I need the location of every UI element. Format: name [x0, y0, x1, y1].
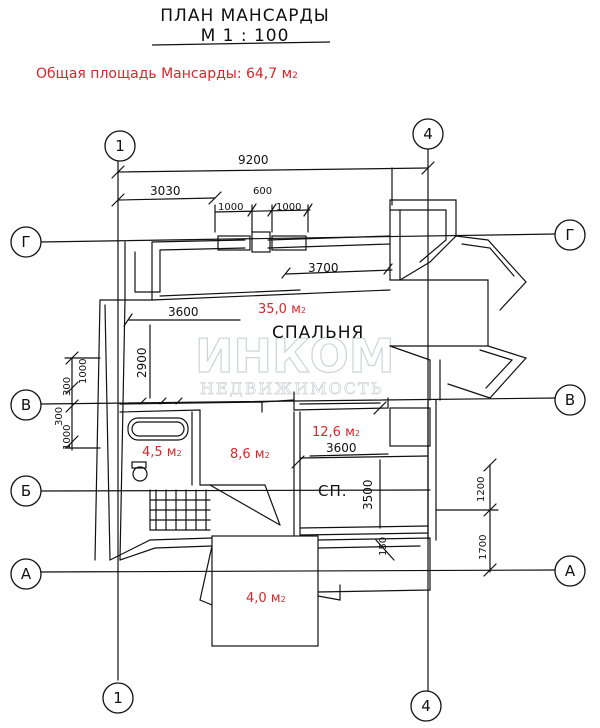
title-underline: [151, 41, 331, 46]
axis-marker-g-right: [554, 219, 586, 251]
axis-label-g-right: Г: [565, 226, 574, 244]
dim-1700: 1700: [478, 535, 489, 560]
axis-marker-v-right: [554, 384, 586, 416]
axis-marker-v-left: [10, 389, 42, 421]
area-room2: 12,6 м2: [312, 425, 360, 440]
axis-line-g: [39, 233, 556, 243]
axis-label-1-bottom: 1: [113, 689, 123, 707]
axis-label-b-left: Б: [21, 482, 31, 500]
wall-west: [104, 304, 111, 561]
axis-marker-1-bottom: [102, 682, 134, 714]
dim-3700: 3700: [308, 261, 339, 275]
dim-1000-a: 1000: [218, 202, 243, 213]
axis-label-4-bottom: 4: [421, 697, 431, 715]
room-label-closet: СП.: [318, 482, 348, 500]
total-area-text: Общая площадь Мансарды: 64,7 м: [36, 66, 293, 82]
staircase: [149, 489, 211, 531]
dim-150: 150: [378, 537, 389, 556]
axis-label-a-right: А: [565, 562, 576, 580]
dim-3500: 3500: [361, 479, 375, 510]
axis-label-1-top: 1: [115, 137, 125, 155]
dim-2900: 2900: [135, 347, 149, 378]
dim-1200: 1200: [476, 477, 487, 502]
area-bedroom: 35,0 м2: [258, 302, 306, 317]
wall-south: [109, 537, 213, 561]
plan-title: ПЛАН МАНСАРДЫ: [160, 6, 330, 26]
room-label-bedroom: СПАЛЬНЯ: [272, 323, 364, 343]
axis-marker-4-top: [412, 118, 444, 150]
dim-3030: 3030: [150, 184, 181, 198]
dim-1000-b: 1000: [276, 202, 301, 213]
axis-marker-b-left: [10, 475, 42, 507]
axis-label-4-top: 4: [423, 125, 433, 143]
axis-marker-4-bottom: [410, 690, 442, 722]
axis-label-v-right: В: [565, 391, 575, 409]
axis-line-a: [39, 569, 557, 573]
balcony-outline: [211, 535, 319, 647]
axis-marker-g-left: [10, 226, 42, 258]
total-area-label: Общая площадь Мансарды: 64,7 м2: [36, 66, 298, 82]
watermark-brand: ИНКОМ: [195, 329, 394, 383]
axis-label-g-left: Г: [21, 233, 30, 251]
area-bath: 4,5 м2: [142, 445, 182, 460]
dim-3600-a: 3600: [168, 305, 199, 319]
axis-marker-a-right: [554, 555, 586, 587]
axis-label-v-left: В: [21, 396, 31, 414]
area-hall: 8,6 м2: [230, 447, 270, 462]
dim-3600-b: 3600: [326, 441, 357, 455]
axis-label-a-left: А: [21, 565, 32, 583]
area-balcony: 4,0 м2: [246, 591, 286, 606]
dim-1000-v2: 1000: [62, 425, 73, 450]
dim-1000-v1: 1000: [78, 359, 89, 384]
dim-600: 600: [253, 186, 272, 197]
axis-line-v: [39, 397, 557, 405]
axis-marker-1-top: [104, 130, 136, 162]
total-area-unit: 2: [292, 71, 298, 81]
axis-marker-a-left: [10, 558, 42, 590]
dormer-outline: [389, 279, 489, 347]
watermark-sub: НЕДВИЖИМОСТЬ: [200, 379, 383, 398]
axis-line-b: [39, 489, 431, 492]
dim-overall: 9200: [238, 153, 269, 167]
dim-300-b: 300: [54, 407, 65, 426]
dim-300-a: 300: [62, 377, 73, 396]
plan-scale: М 1 : 100: [200, 26, 290, 46]
